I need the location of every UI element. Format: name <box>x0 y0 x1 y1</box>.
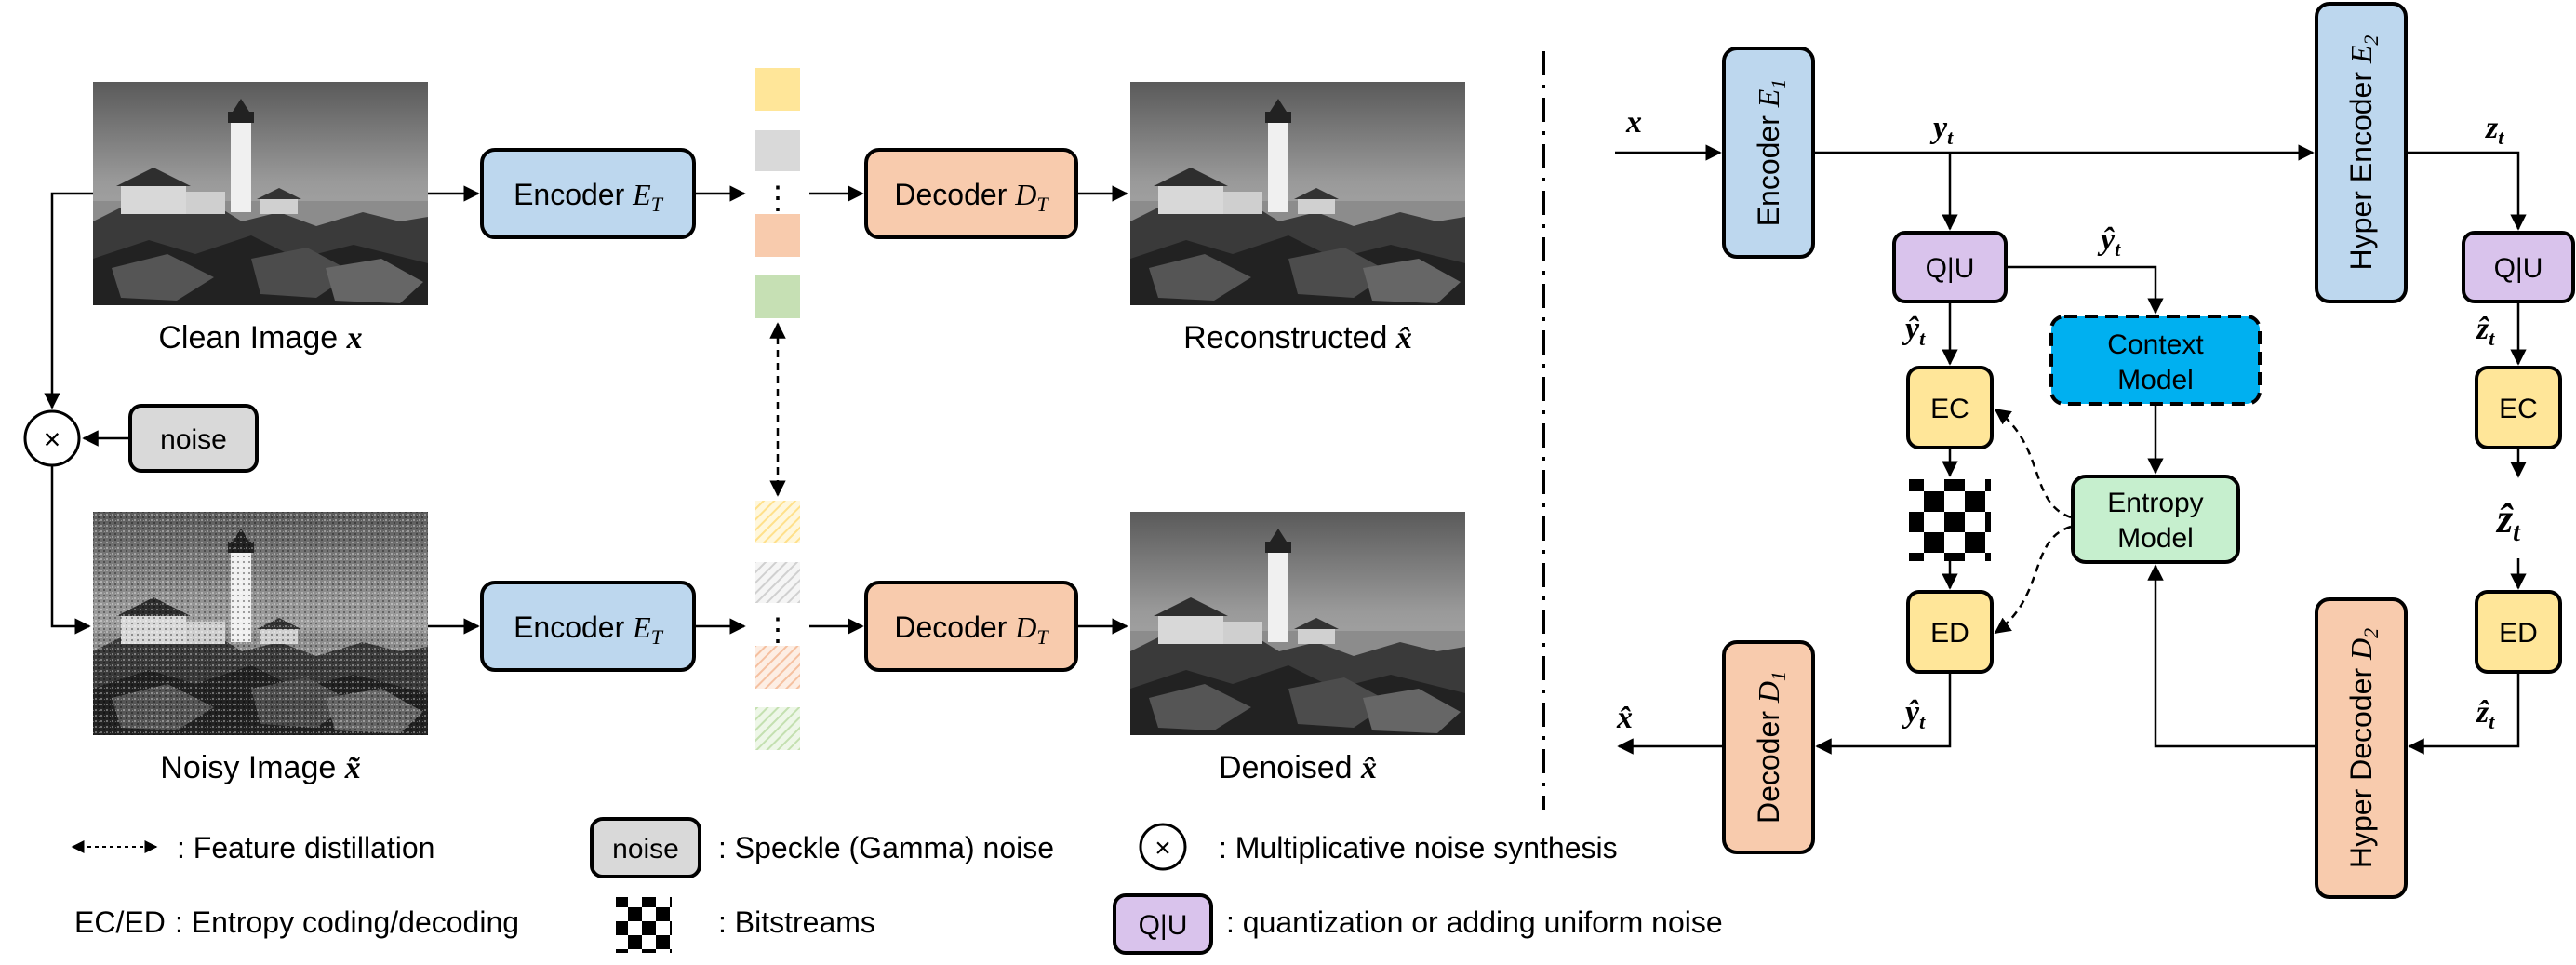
denoised-image <box>1130 512 1465 735</box>
svg-text:ED: ED <box>1930 618 1969 649</box>
svg-text:⋮: ⋮ <box>762 612 794 648</box>
multiply-node: × <box>23 409 81 467</box>
legend-noise-box: noise <box>590 817 701 878</box>
svg-text:Model: Model <box>2117 523 2194 554</box>
svg-text:⋮: ⋮ <box>762 181 794 216</box>
y-hat-t-out-label: ŷt <box>1902 695 1926 733</box>
legend-speckle: : Speckle (Gamma) noise <box>718 831 1054 864</box>
x-output-label: x̂ <box>1616 701 1633 735</box>
ec-box-main: EC <box>1906 366 1994 449</box>
svg-text:Q|U: Q|U <box>1139 910 1188 941</box>
qu-box-main: Q|U <box>1892 231 2008 303</box>
svg-text:Context: Context <box>2107 329 2204 360</box>
features-noisy: ⋮ <box>755 501 800 750</box>
z-hat-t-out-label: ẑt <box>2476 695 2495 733</box>
svg-text:Hyper Encoder E2: Hyper Encoder E2 <box>2344 35 2382 271</box>
legend-ecd-key: EC/ED <box>74 905 166 939</box>
svg-text:noise: noise <box>160 424 227 455</box>
hyper-encoder-e2: Hyper Encoder E2 <box>2315 2 2408 303</box>
svg-text:Encoder ET: Encoder ET <box>514 178 664 216</box>
svg-text:noise: noise <box>612 834 679 864</box>
clean-image <box>93 82 428 305</box>
legend-multiply-icon: × <box>1139 823 1187 871</box>
svg-text:Encoder E1: Encoder E1 <box>1752 79 1790 227</box>
legend-qu-desc: : quantization or adding uniform noise <box>1226 905 1723 939</box>
legend-bitstreams: : Bitstreams <box>718 905 875 939</box>
ec-box-hyper: EC <box>2475 366 2562 449</box>
svg-text:Decoder DT: Decoder DT <box>894 610 1049 649</box>
ed-box-hyper: ED <box>2475 590 2562 674</box>
left-arrows <box>44 185 1128 635</box>
y-t-label: yt <box>1929 111 1954 149</box>
legend-ecd-desc: : Entropy coding/decoding <box>175 905 519 939</box>
right-arrows <box>1615 144 2527 755</box>
encoder-e1: Encoder E1 <box>1722 47 1815 259</box>
svg-text:Q|U: Q|U <box>1926 253 1975 284</box>
denoised-caption: Denoised x̂ <box>1219 750 1377 785</box>
svg-text:Decoder D1: Decoder D1 <box>1752 671 1790 824</box>
z-t-label: zt <box>2485 111 2504 149</box>
y-hat-t-ec-label: ŷt <box>1902 312 1926 350</box>
decoder-d1: Decoder D1 <box>1722 640 1815 854</box>
svg-text:Model: Model <box>2117 365 2194 395</box>
hyper-decoder-d2: Hyper Decoder D2 <box>2315 597 2408 899</box>
legend-bitstream-icon <box>616 897 672 953</box>
svg-text:Encoder ET: Encoder ET <box>514 610 664 649</box>
svg-text:×: × <box>1155 833 1171 864</box>
encoder-top: Encoder ET <box>480 148 696 239</box>
decoder-bottom: Decoder DT <box>864 581 1078 672</box>
y-hat-t-context-label: ŷt <box>2097 222 2121 261</box>
noisy-image-caption: Noisy Image x̃ <box>160 750 360 785</box>
clean-image-caption: Clean Image x <box>158 320 362 355</box>
svg-text:EC: EC <box>2499 394 2538 424</box>
svg-text:Decoder DT: Decoder DT <box>894 178 1049 216</box>
context-model: Context Model <box>2049 315 2262 406</box>
bitstream-icon <box>1909 479 1991 561</box>
qu-box-hyper: Q|U <box>2462 231 2575 303</box>
noise-box: noise <box>128 404 259 473</box>
z-hat-t-bitstream-label: ẑt <box>2495 496 2521 547</box>
noisy-image <box>93 512 428 735</box>
reconstructed-image <box>1130 82 1465 305</box>
decoder-top: Decoder DT <box>864 148 1078 239</box>
reconstructed-caption: Reconstructed x̂ <box>1183 320 1412 355</box>
legend-qu-box: Q|U <box>1113 893 1213 955</box>
ed-box-main: ED <box>1906 590 1994 674</box>
entropy-model: Entropy Model <box>2071 475 2240 564</box>
z-hat-t-ec-label: ẑt <box>2476 312 2495 350</box>
encoder-bottom: Encoder ET <box>480 581 696 672</box>
svg-text:ED: ED <box>2499 618 2538 649</box>
x-input-label: x <box>1625 105 1642 140</box>
svg-text:Hyper Decoder D2: Hyper Decoder D2 <box>2344 628 2382 868</box>
svg-text:Entropy: Entropy <box>2107 488 2203 518</box>
svg-text:×: × <box>44 422 61 456</box>
svg-text:Q|U: Q|U <box>2494 253 2543 284</box>
legend-feature-distillation: : Feature distillation <box>177 831 434 864</box>
features-clean: ⋮ <box>755 68 800 318</box>
svg-text:EC: EC <box>1930 394 1969 424</box>
legend-multiplicative: : Multiplicative noise synthesis <box>1219 831 1618 864</box>
